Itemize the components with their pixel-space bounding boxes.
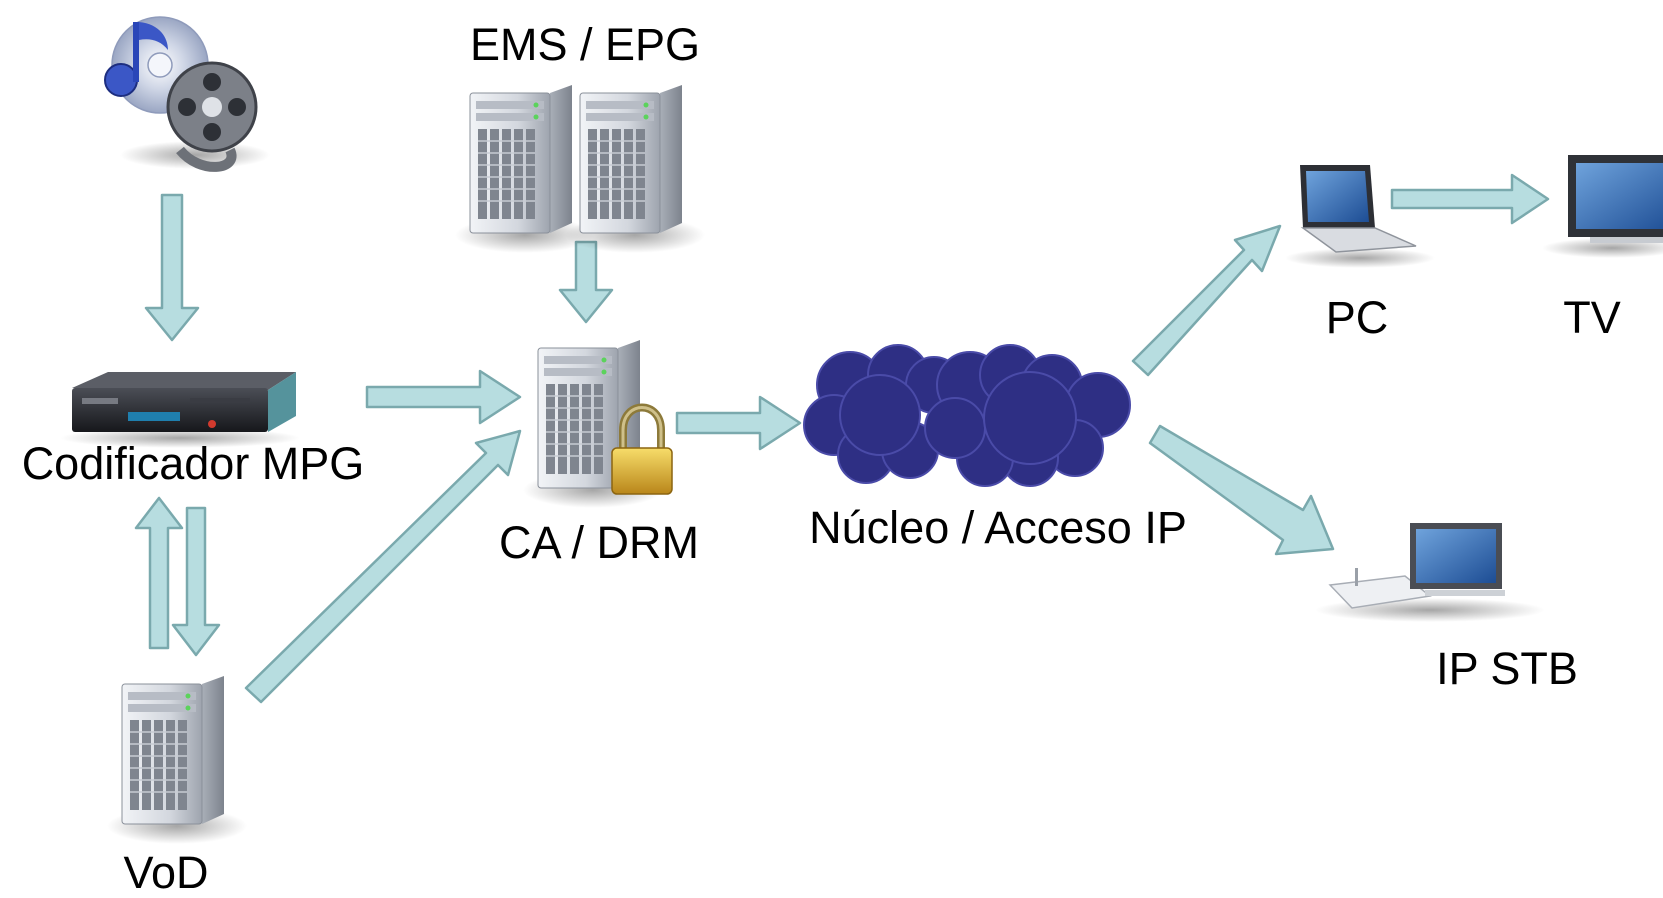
cloud-icon [803, 344, 1131, 487]
laptop-icon [1285, 165, 1435, 268]
encoder-device-icon [60, 372, 300, 448]
arrow-pc-to-tv [1390, 173, 1550, 225]
ca-drm-label: CA / DRM [498, 517, 700, 568]
nucleo-label: Núcleo / Acceso IP [809, 502, 1187, 553]
arrow-encoder-to-ca [365, 369, 522, 425]
arrow-encoder-to-vod [171, 506, 221, 657]
lock-icon [611, 403, 673, 495]
arrow-ca-to-cloud [675, 395, 802, 451]
pc-label: PC [1325, 292, 1389, 343]
tv-icon [1542, 155, 1663, 258]
vod-label: VoD [123, 847, 209, 898]
ip-stb-label: IP STB [1436, 643, 1578, 694]
tv-label: TV [1563, 292, 1621, 343]
ems-epg-label: EMS / EPG [469, 19, 701, 70]
arrow-cloud-to-pc [1131, 224, 1282, 377]
arrow-vod-to-ca [244, 429, 522, 704]
codificador-label: Codificador MPG [21, 438, 365, 489]
arrow-ems-to-ca [558, 240, 614, 324]
arrow-media-to-encoder [144, 193, 200, 342]
vod-server-icon [106, 675, 248, 845]
set-top-box-icon [1315, 523, 1545, 622]
ems-epg-server-icon [454, 84, 706, 254]
arrow-vod-to-encoder [134, 496, 184, 650]
arrow-cloud-to-stb [1148, 424, 1335, 556]
media-icon [104, 16, 270, 172]
